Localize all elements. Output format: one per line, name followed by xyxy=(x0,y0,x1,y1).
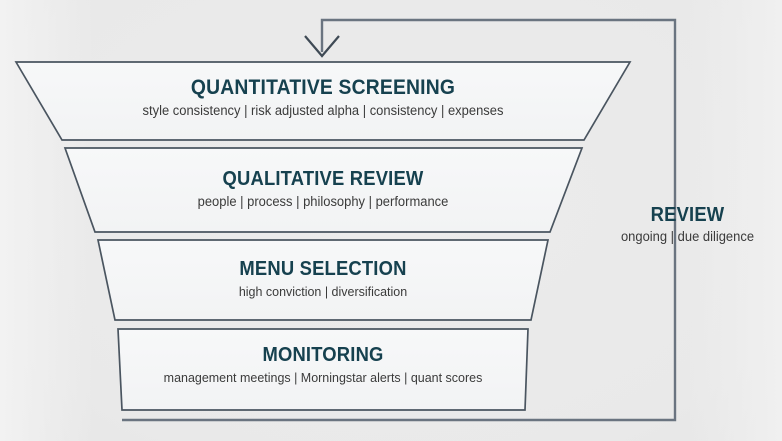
stage-label-menu-selection: MENU SELECTION high conviction | diversi… xyxy=(0,258,646,299)
funnel-segment-qualitative-review[interactable] xyxy=(63,147,584,233)
funnel-segment-menu-selection[interactable] xyxy=(96,239,550,321)
stage-label-monitoring: MONITORING management meetings | Morning… xyxy=(0,344,646,385)
stage-title-quantitative-screening: QUANTITATIVE SCREENING xyxy=(190,76,456,99)
stage-subtitle-menu-selection: high conviction | diversification xyxy=(238,284,408,299)
review-subtitle: ongoing | due diligence xyxy=(620,229,755,244)
stage-subtitle-qualitative-review: people | process | philosophy | performa… xyxy=(197,194,449,209)
review-feedback-loop xyxy=(122,18,677,422)
stage-title-monitoring: MONITORING xyxy=(262,344,384,366)
stage-subtitle-quantitative-screening: style consistency | risk adjusted alpha … xyxy=(142,103,504,118)
review-label: REVIEW ongoing | due diligence xyxy=(593,204,782,244)
stage-title-menu-selection: MENU SELECTION xyxy=(239,258,407,280)
stage-subtitle-monitoring: management meetings | Morningstar alerts… xyxy=(163,370,483,385)
stage-label-qualitative-review: QUALITATIVE REVIEW people | process | ph… xyxy=(0,168,646,209)
funnel-segment-monitoring[interactable] xyxy=(117,328,529,411)
stage-title-qualitative-review: QUALITATIVE REVIEW xyxy=(222,168,424,190)
stage-label-quantitative-screening: QUANTITATIVE SCREENING style consistency… xyxy=(0,76,646,118)
review-title: REVIEW xyxy=(650,204,725,226)
funnel-segment-quantitative-screening[interactable] xyxy=(14,61,632,141)
